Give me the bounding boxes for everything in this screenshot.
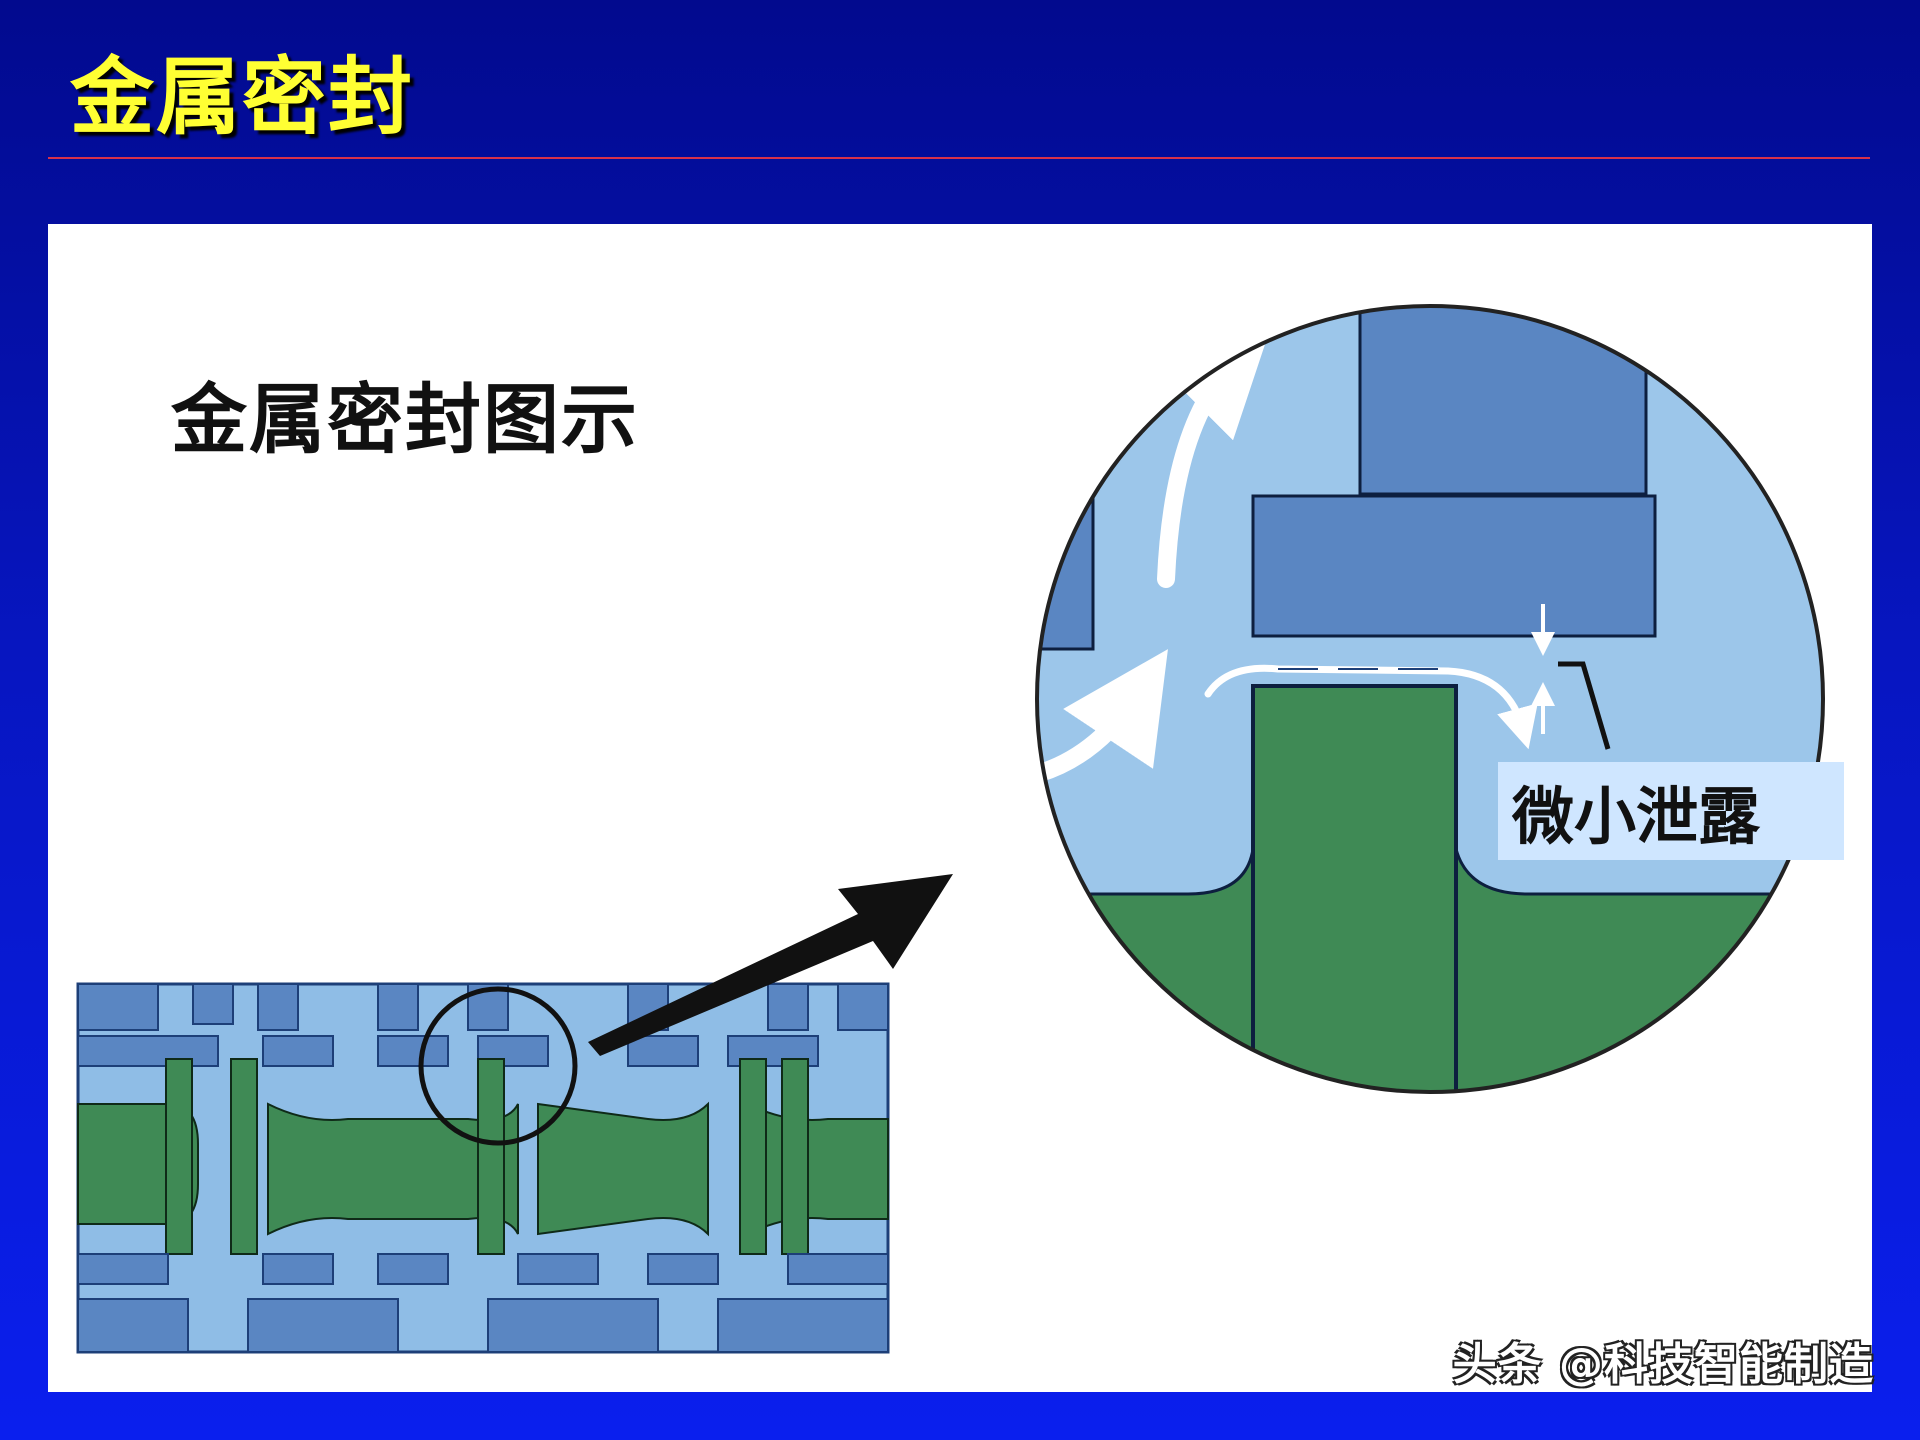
figure-panel: 金属密封图示 微小泄露 xyxy=(48,224,1872,1392)
detail-circle xyxy=(418,986,578,1146)
flow-arrow xyxy=(1037,649,1168,788)
leader-line xyxy=(1558,661,1611,750)
leak-label: 微小泄露 xyxy=(1498,762,1844,860)
leak-path-arrow xyxy=(1204,664,1538,750)
seal-cross-section xyxy=(76,982,890,1354)
title-divider xyxy=(48,157,1870,159)
magnifier-outline xyxy=(1035,304,1825,1094)
flow-arrow xyxy=(1156,325,1272,588)
watermark: 头条 @科技智能制造 xyxy=(1452,1339,1874,1390)
figure-heading: 金属密封图示 xyxy=(171,375,639,464)
slide-title: 金属密封 xyxy=(70,47,415,146)
pointer-arrow xyxy=(588,874,953,1056)
magnified-view xyxy=(1037,306,1823,1092)
metal-seal-illustration xyxy=(76,304,1825,1354)
